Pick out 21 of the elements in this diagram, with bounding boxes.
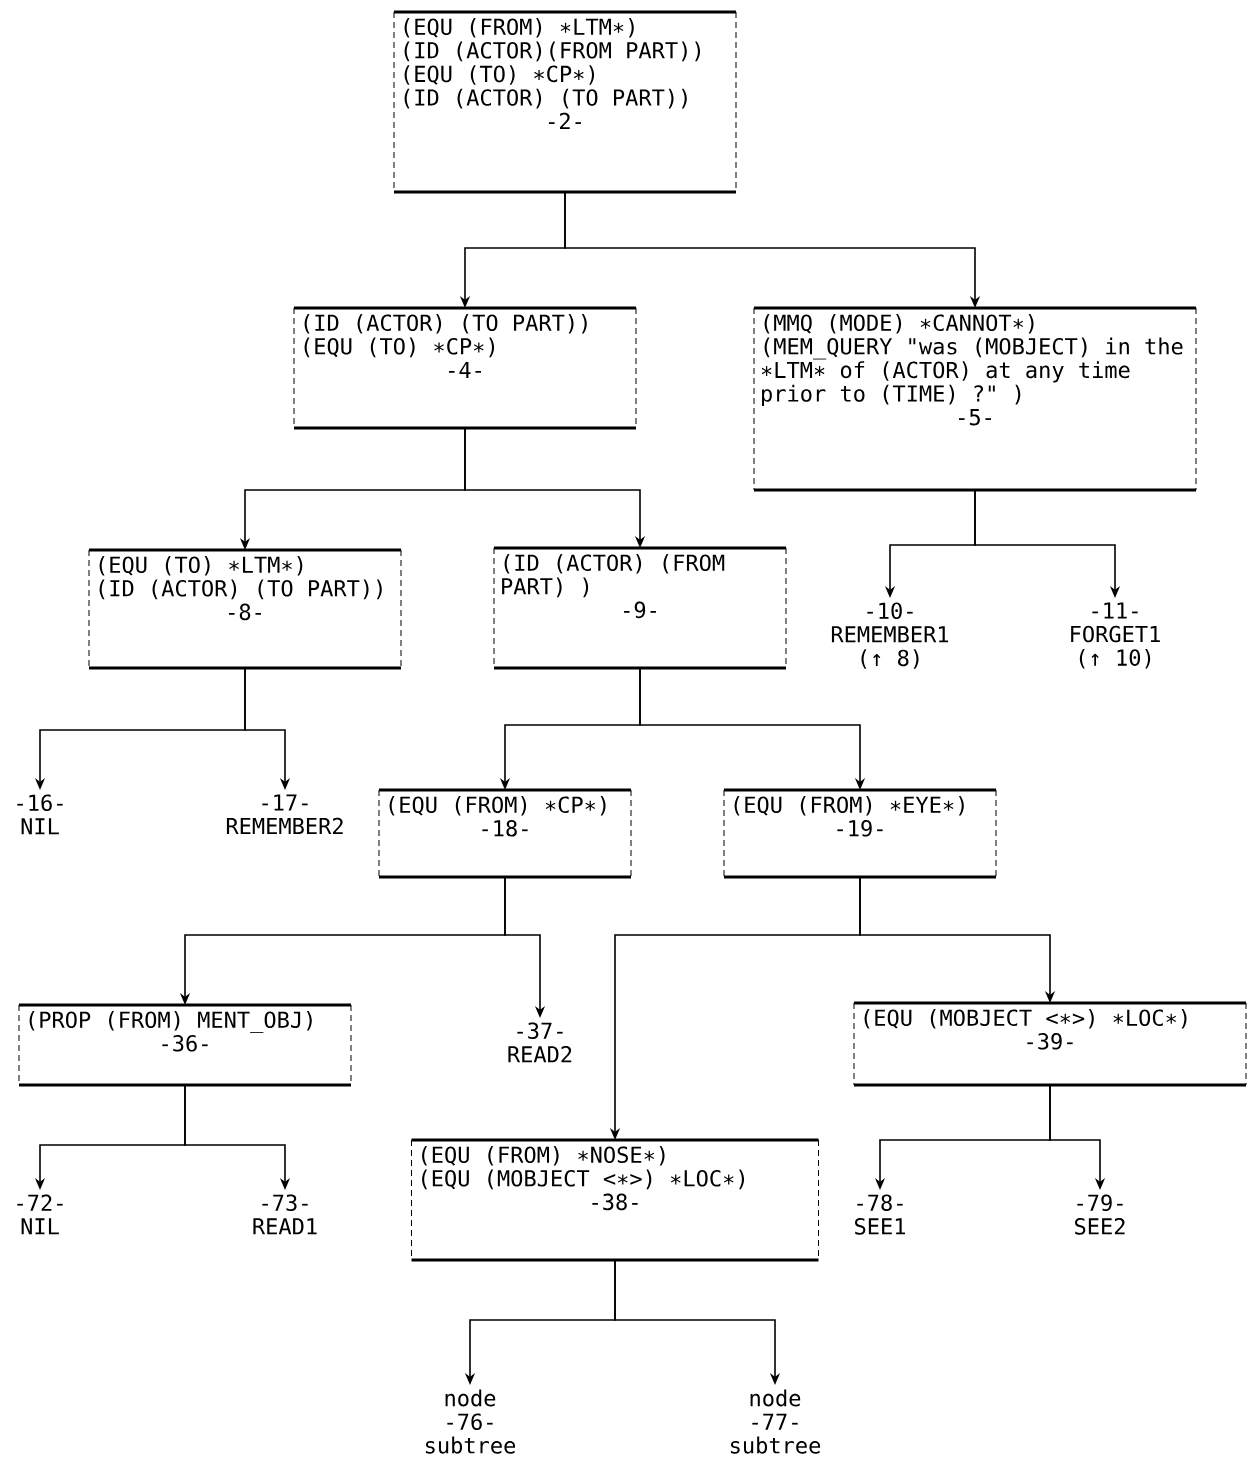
leaf-label: node -76- subtree xyxy=(425,1389,516,1454)
leaf-label: node -77- subtree xyxy=(730,1389,821,1454)
leaf-label: -73- READ1 xyxy=(253,1194,317,1235)
statement-box: (ID (ACTOR) (TO PART)) (EQU (TO) ∗CP∗) -4- xyxy=(293,306,637,430)
leaf-label: -16- NIL xyxy=(17,794,63,835)
statement-box: (ID (ACTOR) (FROM PART) ) -9- xyxy=(493,546,787,670)
statement-box: (EQU (FROM) ∗CP∗) -18- xyxy=(378,788,632,879)
leaf-label: -37- READ2 xyxy=(508,1022,572,1063)
statement-box: (EQU (FROM) ∗LTM∗) (ID (ACTOR)(FROM PART)) (EQU (TO) ∗CP∗) (ID (ACTOR) (TO PART)) -2- xyxy=(393,10,737,194)
statement-box: (EQU (MOBJECT <∗>) ∗LOC∗) -39- xyxy=(853,1001,1247,1087)
leaf-label: -78- SEE1 xyxy=(855,1194,905,1235)
statement-box: (EQU (FROM) ∗EYE∗) -19- xyxy=(723,788,997,879)
statement-box: (EQU (TO) ∗LTM∗) (ID (ACTOR) (TO PART)) -8- xyxy=(88,548,402,670)
leaf-label: -17- REMEMBER2 xyxy=(226,794,343,835)
statement-box: (EQU (FROM) ∗NOSE∗) (EQU (MOBJECT <∗>) ∗LOC∗) -38- xyxy=(411,1138,819,1262)
leaf-label: -10- REMEMBER1 (↑ 8) xyxy=(831,602,949,669)
leaf-label: -72- NIL xyxy=(17,1194,63,1235)
leaf-label: -11- FORGET1 (↑ 10) xyxy=(1071,602,1160,669)
statement-box: (MMQ (MODE) ∗CANNOT∗) (MEM_QUERY "was (MOBJECT) in the ∗LTM∗ of (ACTOR) at any time prior to (TIME) ?" ) -5- xyxy=(753,306,1197,492)
leaf-label: -79- SEE2 xyxy=(1075,1194,1125,1235)
statement-box: (PROP (FROM) MENT_OBJ) -36- xyxy=(18,1003,352,1087)
